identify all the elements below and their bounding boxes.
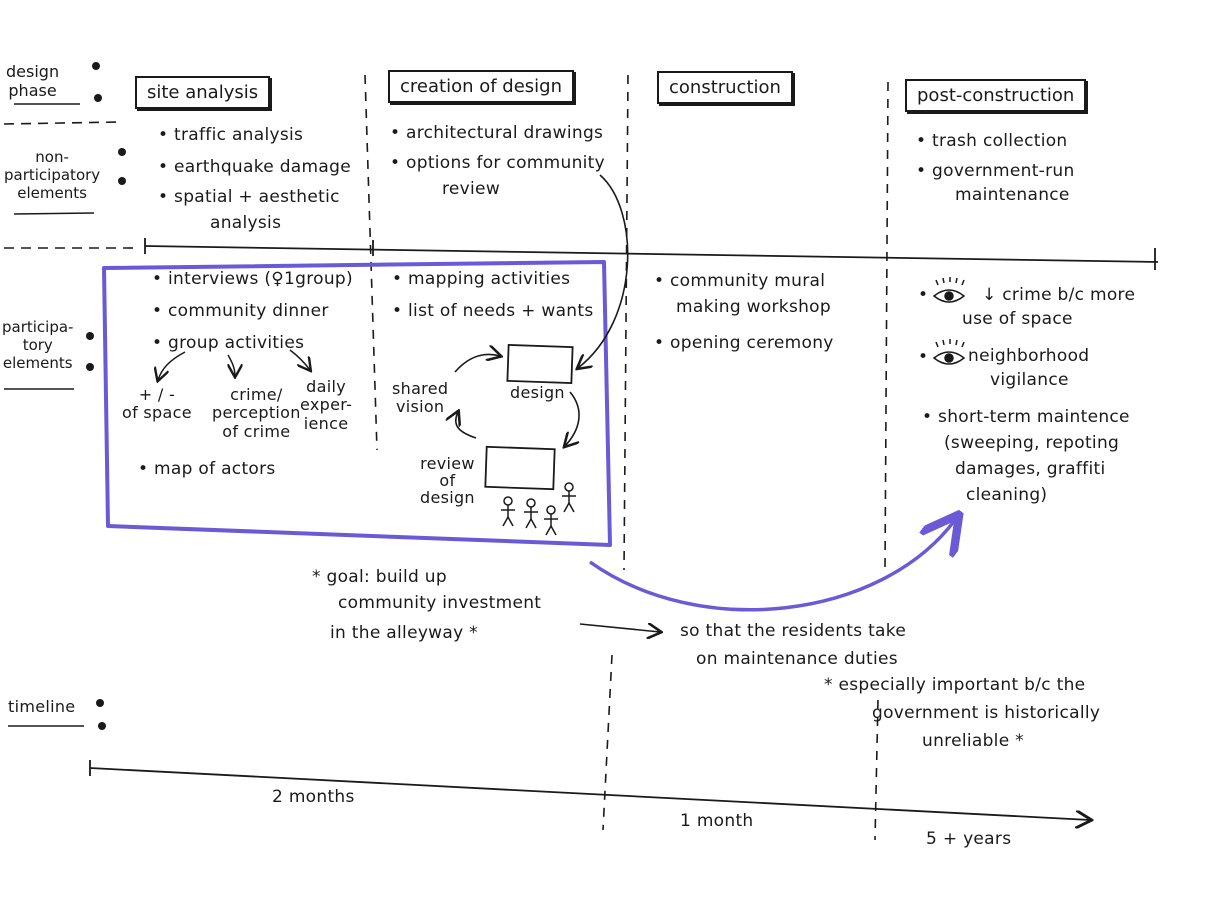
- eye-icon: [932, 339, 966, 365]
- row-label-timeline: timeline: [8, 697, 76, 716]
- phase-divider-line: [144, 245, 1159, 263]
- bullet-dot: [94, 94, 102, 102]
- participatory-item: • mapping activities: [392, 269, 571, 289]
- row-label-non-participatory: non- participatory elements: [4, 148, 101, 202]
- participatory-item: • list of needs + wants: [392, 301, 594, 321]
- phase-construction: construction: [657, 71, 793, 104]
- timeline-duration: 1 month: [680, 811, 754, 831]
- timeline-duration: 5 + years: [926, 829, 1012, 849]
- bullet: •: [918, 347, 929, 367]
- row-label-design-phase: design phase: [6, 62, 60, 101]
- participatory-item: vigilance: [990, 370, 1069, 390]
- participatory-item: • group activities: [152, 333, 305, 353]
- participatory-item: • community mural: [654, 271, 826, 291]
- bullet: •: [918, 285, 929, 305]
- cycle-design: design: [510, 383, 565, 402]
- column-divider-2: [623, 74, 629, 571]
- bullet-dot: [118, 177, 126, 185]
- result-text: so that the residents take: [680, 621, 907, 641]
- note-text: unreliable *: [922, 731, 1024, 751]
- participatory-item: ↓ crime b/c more: [982, 285, 1136, 305]
- timeline-duration: 2 months: [272, 787, 355, 807]
- participatory-item: making workshop: [676, 297, 831, 317]
- non-participatory-item: • earthquake damage: [158, 157, 351, 177]
- column-divider-3: [884, 81, 889, 571]
- stick-figures: [501, 482, 576, 536]
- goal-text: in the alleyway *: [330, 623, 478, 643]
- bullet-dot: [86, 332, 94, 340]
- left-dashed-separator-top: [3, 121, 121, 125]
- non-participatory-item: • government-run: [916, 161, 1075, 181]
- review-sketch: [484, 445, 556, 491]
- participatory-item: • interviews (♀1group): [152, 269, 353, 289]
- timeline-arrow: [89, 767, 1090, 820]
- non-participatory-item: • trash collection: [916, 131, 1068, 151]
- participatory-item: • short-term maintence: [922, 407, 1130, 427]
- investment-arrow: [588, 520, 955, 612]
- phase-post-construction: post-construction: [905, 79, 1087, 112]
- review-to-design-arrow: [578, 174, 629, 368]
- design-sketch: [506, 343, 574, 385]
- activity-branch: daily exper- ience: [300, 377, 353, 433]
- bullet-dot: [92, 62, 100, 70]
- cycle-shared-vision: shared vision: [392, 379, 449, 417]
- phase-creation-of-design: creation of design: [388, 70, 574, 103]
- participatory-highlight-box: [102, 260, 612, 547]
- participatory-item: (sweeping, repoting: [944, 433, 1120, 453]
- bullet-dot: [118, 148, 126, 156]
- bullet-dot: [98, 722, 106, 730]
- cycle-review: review of design: [420, 454, 475, 507]
- phase-site-analysis: site analysis: [135, 76, 271, 109]
- participatory-item: • map of actors: [138, 459, 276, 479]
- note-text: * especially important b/c the: [824, 675, 1086, 695]
- eye-icon: [932, 277, 966, 303]
- participatory-item: cleaning): [966, 485, 1048, 505]
- participatory-item: • opening ceremony: [654, 333, 834, 353]
- participatory-item: use of space: [962, 309, 1073, 329]
- participatory-item: • community dinner: [152, 301, 329, 321]
- non-participatory-item: review: [442, 179, 501, 199]
- row-label-participatory: participa- tory elements: [2, 318, 74, 372]
- activity-branch: + / - of space: [122, 385, 192, 423]
- goal-text: * goal: build up: [312, 567, 447, 587]
- result-text: on maintenance duties: [696, 649, 898, 669]
- non-participatory-item: analysis: [210, 213, 282, 233]
- non-participatory-item: • traffic analysis: [158, 125, 304, 145]
- non-participatory-item: • options for community: [390, 153, 605, 173]
- non-participatory-item: maintenance: [955, 185, 1070, 205]
- activity-branch: crime/ perception of crime: [212, 385, 301, 441]
- note-text: government is historically: [872, 703, 1101, 723]
- bullet-dot: [96, 699, 104, 707]
- column-divider-1: [364, 74, 378, 451]
- non-participatory-item: • spatial + aesthetic: [158, 187, 340, 207]
- non-participatory-item: • architectural drawings: [390, 123, 604, 143]
- goal-text: community investment: [338, 593, 542, 613]
- participatory-item: neighborhood: [968, 346, 1090, 366]
- bullet-dot: [86, 363, 94, 371]
- participatory-item: damages, graffiti: [955, 459, 1106, 479]
